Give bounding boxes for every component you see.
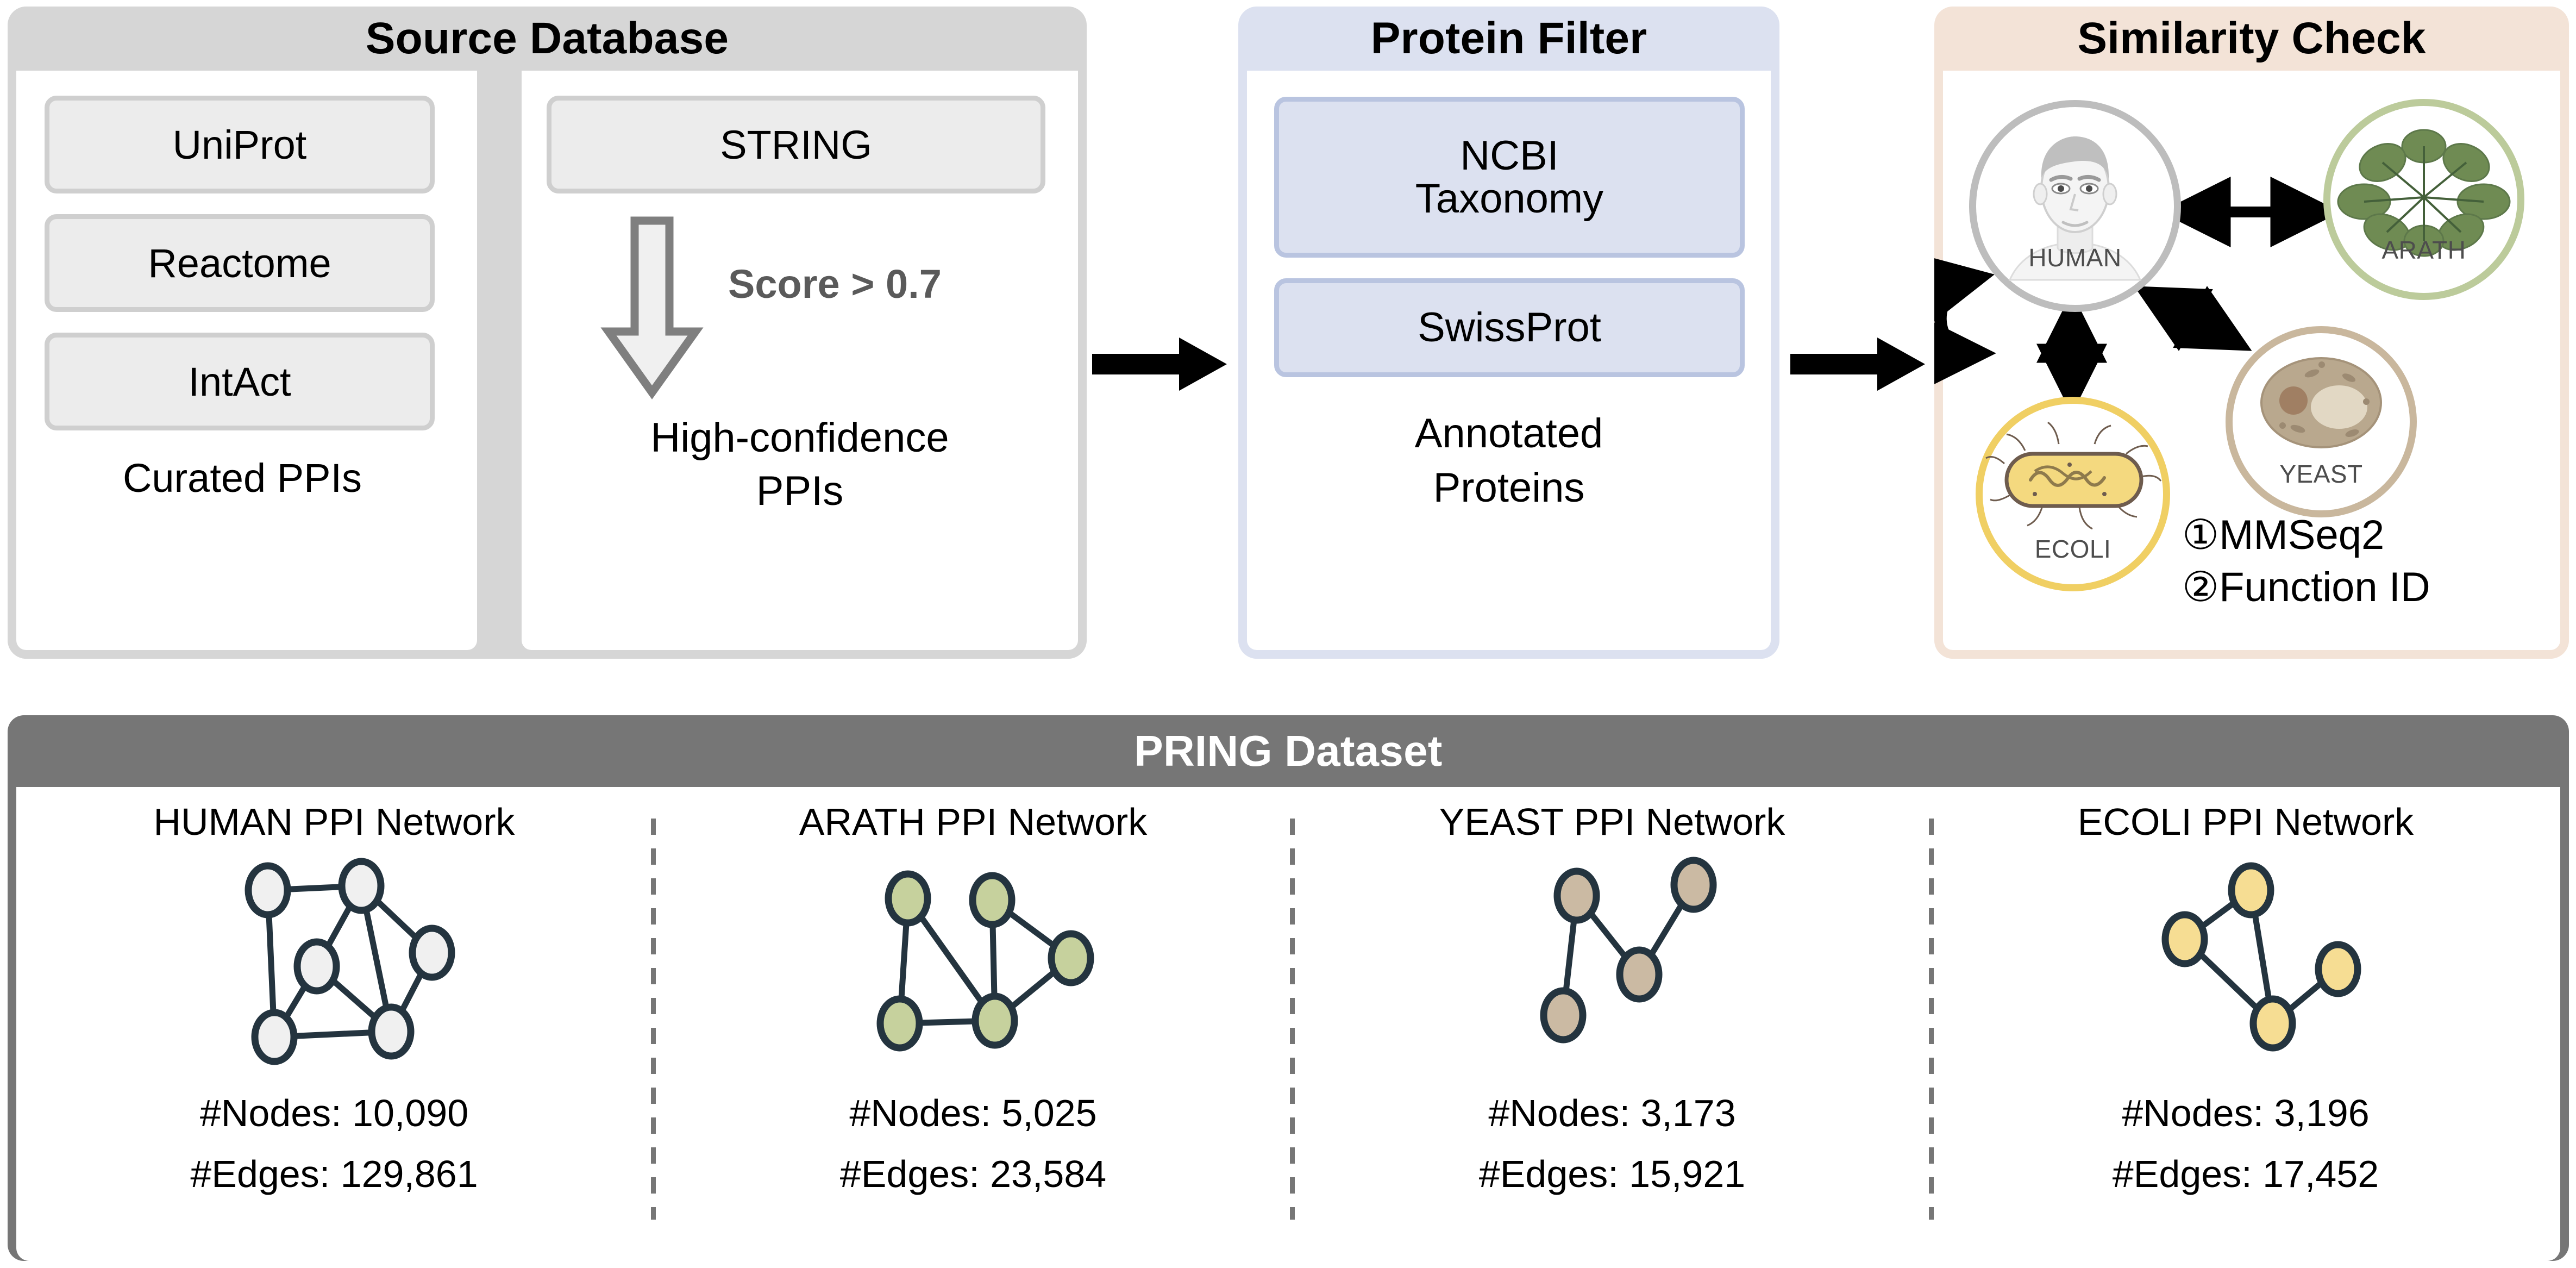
network-node [1048, 930, 1094, 986]
panel-connector-bottom [482, 473, 513, 487]
ecoli-bacterium-icon [1985, 421, 2162, 530]
organism-label-human: HUMAN [2028, 243, 2122, 272]
network-node [2161, 911, 2208, 967]
db-chip-string[interactable]: STRING [547, 96, 1045, 193]
filter-chip-swissprot[interactable]: SwissProt [1274, 278, 1745, 377]
filter-chip-ncbi-line2: Taxonomy [1415, 176, 1604, 222]
db-chip-uniprot[interactable]: UniProt [45, 96, 435, 193]
network-node [972, 992, 1018, 1049]
arrow-source-to-filter [1092, 334, 1228, 394]
high-confidence-caption-line1: High-confidence [650, 415, 949, 461]
organism-label-arath: ARATH [2381, 236, 2466, 264]
organism-label-ecoli: ECOLI [2034, 535, 2111, 563]
human-portrait-icon [2008, 136, 2142, 281]
db-chip-reactome-label: Reactome [148, 240, 331, 286]
db-chip-string-label: STRING [720, 122, 872, 167]
pring-dataset-title: PRING Dataset [1134, 727, 1443, 775]
annotated-proteins-caption-line2: Proteins [1433, 465, 1585, 511]
annotated-proteins-caption-line1: Annotated [1414, 410, 1603, 457]
score-threshold-label: Score > 0.7 [728, 261, 942, 307]
yeast-cell-icon [2260, 357, 2382, 448]
db-chip-uniprot-label: UniProt [172, 122, 307, 167]
protein-filter-panel: Protein Filter NCBI Taxonomy SwissProt A… [1238, 7, 1779, 659]
similarity-check-body: HUMAN [1934, 71, 2569, 659]
db-chip-reactome[interactable]: Reactome [45, 214, 435, 312]
network-node [1540, 987, 1587, 1044]
network-node [1616, 946, 1663, 1003]
pring-dataset-panel: PRING Dataset HUMAN PPI Network #Nodes: … [8, 715, 2569, 1261]
pring-dataset-body: HUMAN PPI Network #Nodes: 10,090 #Edges:… [16, 787, 2560, 1261]
network-card-yeast: YEAST PPI Network #Nodes: 3,173 #Edges: … [1294, 787, 1930, 1261]
network-divider-3 [1929, 819, 1934, 1220]
network-node [245, 862, 291, 919]
network-graph-yeast [1540, 857, 1717, 1044]
organism-circle-arath[interactable]: ARATH [2323, 99, 2524, 300]
network-graph-human [245, 858, 455, 1065]
network-graph-arath [876, 870, 1094, 1052]
network-nodes-ecoli: #Nodes: 3,196 [2122, 1092, 2370, 1134]
network-node [1670, 857, 1717, 913]
network-edges-yeast: #Edges: 15,921 [1478, 1153, 1746, 1195]
network-divider-1 [651, 819, 656, 1220]
similarity-note-mmseq2: ①MMSeq2 [2182, 512, 2385, 558]
network-title-yeast: YEAST PPI Network [1439, 801, 1785, 843]
network-edges-arath: #Edges: 23,584 [839, 1153, 1107, 1195]
network-node [1553, 867, 1600, 924]
similarity-check-title: Similarity Check [2077, 14, 2426, 63]
network-title-ecoli: ECOLI PPI Network [2077, 801, 2414, 843]
network-node [251, 1009, 298, 1065]
arabidopsis-plant-icon [2337, 129, 2511, 257]
panel-connector-top [482, 234, 513, 248]
db-chip-intact-label: IntAct [188, 359, 291, 404]
organism-circle-yeast[interactable]: YEAST [2226, 326, 2417, 517]
organism-label-yeast: YEAST [2279, 460, 2363, 488]
network-node [969, 872, 1016, 928]
network-node [885, 870, 931, 927]
network-divider-2 [1290, 819, 1295, 1220]
filter-chip-swissprot-label: SwissProt [1418, 304, 1601, 351]
network-node [409, 925, 455, 981]
network-edges-ecoli: #Edges: 17,452 [2112, 1153, 2379, 1195]
network-node [2228, 862, 2274, 919]
network-nodes-yeast: #Nodes: 3,173 [1488, 1092, 1736, 1134]
filter-chip-ncbi-line1: NCBI [1460, 132, 1559, 179]
network-node [2315, 941, 2361, 997]
protein-filter-title: Protein Filter [1370, 14, 1647, 63]
score-threshold-arrow [600, 216, 704, 399]
network-node [876, 995, 923, 1052]
panel-connector-mid [482, 353, 513, 367]
similarity-check-panel: Similarity Check [1934, 7, 2569, 659]
protein-filter-body: NCBI Taxonomy SwissProt Annotated Protei… [1238, 71, 1779, 659]
network-node [338, 858, 385, 914]
string-ppi-box: STRING Score > 0.7 High-confidence PPIs [513, 71, 1087, 659]
curated-ppi-caption: Curated PPIs [122, 455, 362, 501]
organism-circle-human[interactable]: HUMAN [1969, 100, 2181, 312]
network-card-human: HUMAN PPI Network #Nodes: 10,090 #Edges:… [16, 787, 652, 1261]
network-title-arath: ARATH PPI Network [799, 801, 1148, 843]
network-edges-human: #Edges: 129,861 [190, 1153, 478, 1195]
similarity-note-function-id: ②Function ID [2182, 564, 2430, 610]
network-nodes-human: #Nodes: 10,090 [199, 1092, 469, 1134]
network-node [293, 938, 340, 995]
high-confidence-caption-line2: PPIs [756, 468, 844, 515]
curated-ppi-box: UniProt Reactome IntAct Curated PPIs [8, 71, 486, 659]
source-database-title: Source Database [365, 14, 729, 63]
db-chip-intact[interactable]: IntAct [45, 333, 435, 430]
organism-circle-ecoli[interactable]: ECOLI [1976, 397, 2170, 591]
filter-chip-ncbi-taxonomy[interactable]: NCBI Taxonomy [1274, 97, 1745, 258]
source-database-body: UniProt Reactome IntAct Curated PPIs STR… [8, 71, 1087, 659]
network-node [368, 1003, 415, 1060]
source-database-panel: Source Database UniProt Reactome IntAct … [8, 7, 1087, 659]
network-node [2249, 995, 2296, 1052]
network-card-ecoli: ECOLI PPI Network #Nodes: 3,196 #Edges: … [1933, 787, 2558, 1261]
network-graph-ecoli [2161, 862, 2361, 1052]
arrow-filter-to-similarity [1790, 334, 1926, 394]
organism-arrow-layer [1934, 177, 2341, 415]
network-nodes-arath: #Nodes: 5,025 [849, 1092, 1097, 1134]
network-title-human: HUMAN PPI Network [153, 801, 515, 843]
network-card-arath: ARATH PPI Network #Nodes: 5,025 #Edges: … [655, 787, 1291, 1261]
